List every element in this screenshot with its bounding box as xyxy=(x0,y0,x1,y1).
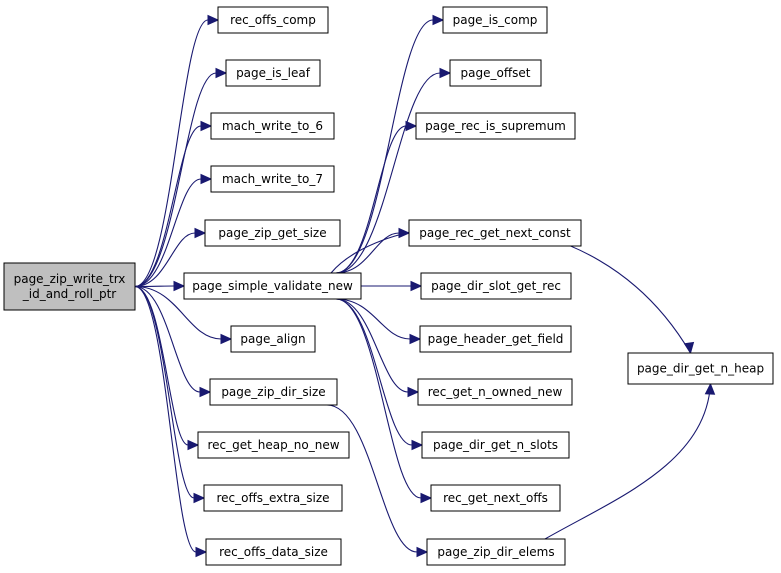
node-page-dir-slot-get-rec[interactable]: page_dir_slot_get_rec xyxy=(420,272,572,300)
edge-page_simple_validate_new-to-page_offset xyxy=(335,67,452,274)
node-rec-get-next-offs[interactable]: rec_get_next_offs xyxy=(430,484,561,512)
node-page-zip-dir-size[interactable]: page_zip_dir_size xyxy=(209,378,338,406)
node-label: _id_and_roll_ptr xyxy=(22,287,117,301)
node-rec-offs-comp[interactable]: rec_offs_comp xyxy=(217,6,329,34)
node-label: page_offset xyxy=(461,66,531,80)
node-label: page_align xyxy=(240,332,305,346)
node-label: page_header_get_field xyxy=(428,332,564,346)
node-rec-get-n-owned-new[interactable]: rec_get_n_owned_new xyxy=(417,378,573,406)
node-page-dir-get-n-slots[interactable]: page_dir_get_n_slots xyxy=(421,431,570,459)
edge-page_zip_dir_size-to-page_zip_dir_elems xyxy=(326,404,429,558)
edge-page_simple_validate_new-to-page_dir_slot_get_rec xyxy=(360,280,423,292)
nodes-layer: page_zip_write_trx_id_and_roll_ptr rec_of… xyxy=(3,6,774,566)
node-page-rec-get-next-const[interactable]: page_rec_get_next_const xyxy=(408,219,582,247)
node-label: rec_offs_extra_size xyxy=(216,491,329,505)
node-label: page_dir_slot_get_rec xyxy=(431,279,561,293)
node-label: page_simple_validate_new xyxy=(192,279,353,293)
node-page-align[interactable]: page_align xyxy=(230,325,316,353)
node-label: mach_write_to_6 xyxy=(222,119,323,133)
edge-page_simple_validate_new-to-page_rec_is_supremum xyxy=(335,120,418,274)
node-rec-offs-data-size[interactable]: rec_offs_data_size xyxy=(205,538,342,566)
node-label: rec_get_next_offs xyxy=(443,491,548,505)
node-page-dir-get-n-heap[interactable]: page_dir_get_n_heap xyxy=(627,352,774,385)
edge-root-to-rec_offs_data_size xyxy=(134,285,208,558)
node-label: rec_get_n_owned_new xyxy=(428,385,563,399)
node-label: page_dir_get_n_heap xyxy=(637,362,764,376)
edge-root-to-page_align xyxy=(134,285,233,345)
node-label: page_zip_write_trx xyxy=(14,272,126,286)
edge-root-to-rec_offs_comp xyxy=(134,14,220,288)
node-label: page_dir_get_n_slots xyxy=(433,438,558,452)
edge-root-to-mach_write_to_7 xyxy=(134,173,213,288)
node-label: mach_write_to_7 xyxy=(222,172,323,186)
node-page-zip-dir-elems[interactable]: page_zip_dir_elems xyxy=(426,538,566,566)
node-label: page_zip_dir_elems xyxy=(437,545,554,559)
node-page-is-comp[interactable]: page_is_comp xyxy=(442,6,548,34)
edge-root-to-page_zip_get_size xyxy=(134,227,207,288)
node-rec-get-heap-no-new[interactable]: rec_get_heap_no_new xyxy=(197,431,350,459)
node-label: rec_offs_comp xyxy=(230,13,316,27)
node-page-zip-get-size[interactable]: page_zip_get_size xyxy=(204,219,341,247)
node-root[interactable]: page_zip_write_trx_id_and_roll_ptr xyxy=(3,262,136,311)
edge-page_simple_validate_new-to-page_header_get_field xyxy=(335,298,422,345)
node-mach-write-to-7[interactable]: mach_write_to_7 xyxy=(210,165,335,193)
edge-root-to-mach_write_to_6 xyxy=(134,120,213,288)
edge-root-to-rec_get_heap_no_new xyxy=(134,285,200,451)
node-label: page_zip_get_size xyxy=(218,226,326,240)
edge-page_simple_validate_new-to-rec_get_n_owned_new xyxy=(335,298,420,398)
edge-root-to-rec_offs_extra_size xyxy=(134,285,206,504)
node-label: rec_get_heap_no_new xyxy=(207,438,339,452)
node-label: page_rec_get_next_const xyxy=(419,226,571,240)
node-page-simple-validate-new[interactable]: page_simple_validate_new xyxy=(183,272,362,300)
edge-page_simple_validate_new-to-rec_get_next_offs xyxy=(335,298,433,504)
node-label: page_rec_is_supremum xyxy=(425,119,566,133)
node-page-rec-is-supremum[interactable]: page_rec_is_supremum xyxy=(415,112,576,140)
node-mach-write-to-6[interactable]: mach_write_to_6 xyxy=(210,112,335,140)
node-label: page_is_leaf xyxy=(236,66,311,80)
edge-root-to-page_zip_dir_size xyxy=(134,285,212,398)
node-label: page_is_comp xyxy=(453,13,538,27)
node-label: rec_offs_data_size xyxy=(219,545,328,559)
node-page-offset[interactable]: page_offset xyxy=(449,59,542,87)
node-rec-offs-extra-size[interactable]: rec_offs_extra_size xyxy=(203,484,343,512)
node-page-is-leaf[interactable]: page_is_leaf xyxy=(225,59,321,87)
node-page-header-get-field[interactable]: page_header_get_field xyxy=(419,325,572,353)
node-label: page_zip_dir_size xyxy=(221,385,325,399)
edge-page_zip_dir_elems-to-page_dir_get_n_heap xyxy=(544,382,716,540)
